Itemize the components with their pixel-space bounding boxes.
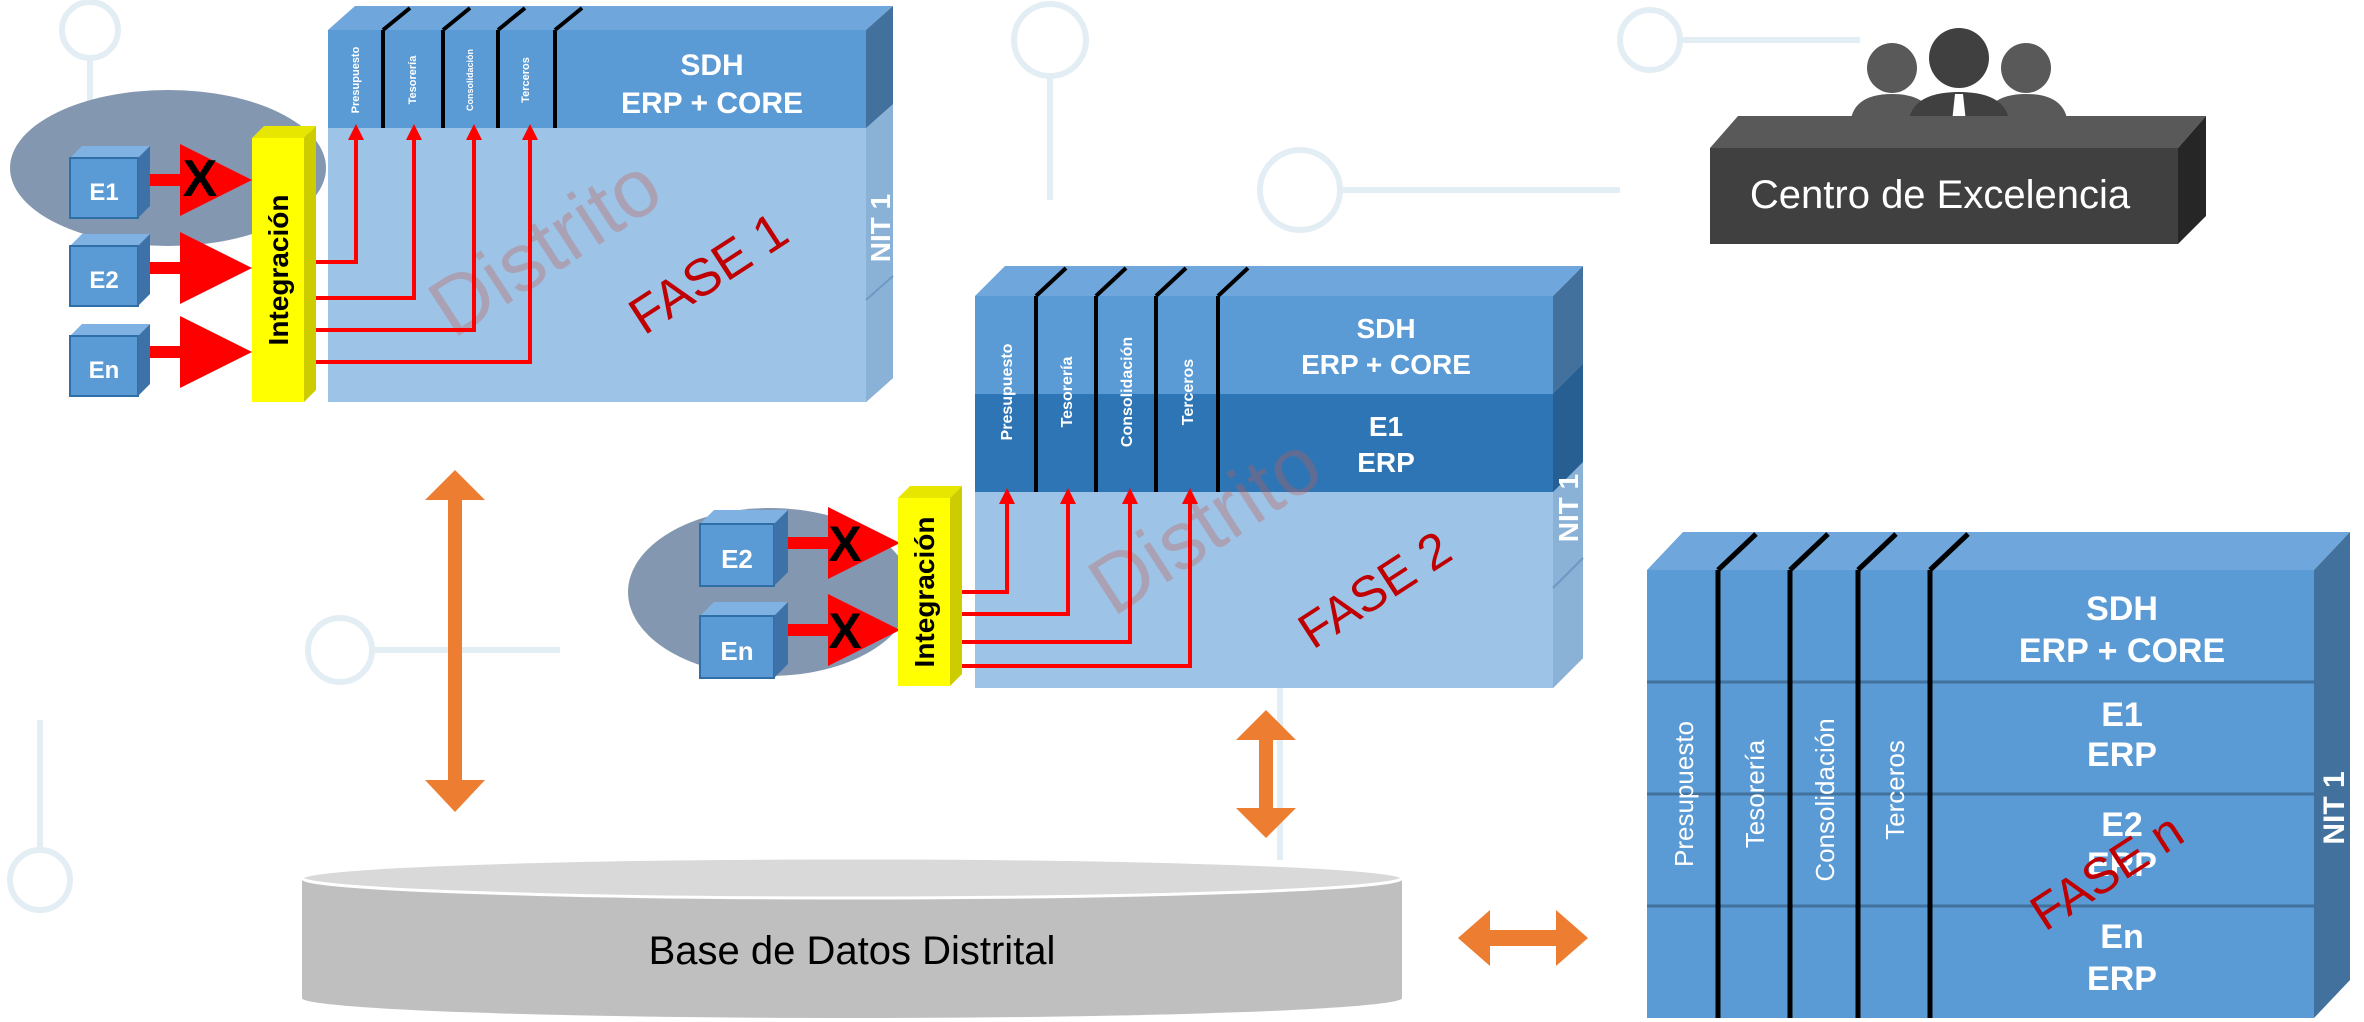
fasen-modules: Presupuesto Tesorería Consolidación Terc…	[1669, 718, 1910, 881]
fase2-module-label: Consolidación	[1119, 337, 1136, 447]
fase1-entity-e1: E1	[69, 146, 150, 219]
fasen-db-arrow	[1458, 910, 1588, 966]
fase1-block-side-lower	[866, 104, 893, 402]
fasen-row-title: E2	[2101, 806, 2143, 844]
fasen-module-label: Presupuesto	[1669, 721, 1699, 867]
svg-text:En: En	[720, 636, 753, 666]
fase1-integration-links	[316, 124, 538, 364]
fase2-entity-arrows	[788, 507, 900, 666]
fase2-module-dividers	[1034, 266, 1250, 492]
fase1-entity-en: En	[69, 324, 150, 397]
fase1-entity-e2: E2	[69, 234, 150, 307]
fase1-block-core	[328, 30, 866, 128]
fase2-block-e1	[975, 394, 1553, 492]
fasen-module-label: Tesorería	[1740, 739, 1770, 848]
fase1-module-label: Consolidación	[465, 49, 475, 111]
fase2-blocked-mark: X	[828, 603, 861, 659]
fase2-integration-links	[962, 488, 1198, 668]
fase2-core-subtitle: ERP + CORE	[1301, 349, 1471, 380]
fase2-nit-label: NIT 1	[1553, 474, 1584, 542]
svg-text:E2: E2	[721, 544, 753, 574]
fase2-db-arrow	[1236, 710, 1296, 838]
database-cylinder	[302, 878, 1402, 1018]
fase1-core-subtitle: ERP + CORE	[621, 87, 803, 120]
fase2-block-top	[975, 266, 1583, 296]
fase2-modules: Presupuesto Tesorería Consolidación Terc…	[999, 337, 1197, 447]
fasen-row-title: E1	[2101, 696, 2143, 734]
fase2-core-title: SDH	[1356, 313, 1415, 344]
svg-text:E1: E1	[89, 179, 118, 206]
fasen-row-title: En	[2100, 918, 2143, 956]
fasen-row-subtitle: ERP	[2087, 736, 2157, 774]
fase2-blocked-mark: X	[828, 516, 861, 572]
fasen-rows: SDH ERP + CORE E1 ERP E2 ERP En ERP	[2019, 590, 2225, 998]
fase1-modules: Presupuesto Tesorería Consolidación Terc…	[350, 46, 532, 113]
fasen-module-dividers	[1715, 532, 1970, 1018]
svg-text:En: En	[89, 357, 120, 384]
fasen-module-label: Terceros	[1880, 740, 1910, 840]
coe-box	[1710, 148, 2178, 244]
fase2-e1-title: E1	[1369, 411, 1403, 442]
fasen-group: Presupuesto Tesorería Consolidación Terc…	[1647, 532, 2351, 1018]
fasen-row-subtitle: ERP	[2087, 846, 2157, 884]
fase2-group: Presupuesto Tesorería Consolidación Terc…	[628, 266, 1584, 688]
fase1-group: Presupuesto Tesorería Consolidación Terc…	[10, 6, 896, 402]
fase2-block-lower	[975, 492, 1553, 688]
fase1-integration-label: Integración	[263, 195, 294, 346]
coe-group: Centro de Excelencia	[1710, 28, 2206, 244]
fase1-block-top	[328, 6, 893, 30]
svg-text:E2: E2	[89, 267, 118, 294]
fase1-nit-label: NIT 1	[865, 194, 896, 262]
fase1-module-label: Terceros	[520, 57, 532, 103]
fase1-db-arrow	[425, 470, 485, 812]
fasen-module-label: Consolidación	[1810, 718, 1840, 881]
fasen-row-subtitle: ERP + CORE	[2019, 632, 2225, 670]
fase2-module-label: Presupuesto	[999, 343, 1016, 440]
fase1-entity-arrows	[150, 144, 252, 388]
fasen-row-subtitle: ERP	[2087, 960, 2157, 998]
people-icon	[1850, 28, 2068, 130]
fase2-module-label: Terceros	[1180, 359, 1197, 426]
fase2-e1-subtitle: ERP	[1357, 447, 1415, 478]
orange-connectors	[425, 470, 1588, 966]
fase2-block-core	[975, 296, 1553, 394]
fase1-module-label: Presupuesto	[350, 46, 362, 113]
database-top	[300, 856, 1404, 900]
fase2-integration-bar	[898, 498, 950, 686]
fase1-module-label: Tesorería	[407, 55, 419, 105]
fasen-row-title: SDH	[2086, 590, 2158, 628]
database-label: Base de Datos Distrital	[649, 929, 1056, 973]
fase2-entity-e2: E2	[699, 510, 788, 587]
fase2-module-label: Tesorería	[1059, 356, 1076, 427]
fasen-nit-label: NIT 1	[2318, 771, 2351, 844]
fase1-integration-bar	[252, 138, 304, 402]
fase2-integration-label: Integración	[909, 517, 940, 668]
fase1-blocked-mark: X	[183, 150, 218, 208]
fasen-block-side	[2314, 532, 2350, 1018]
fase1-block-lower	[328, 128, 866, 402]
fase1-module-dividers	[381, 6, 584, 128]
coe-label: Centro de Excelencia	[1750, 173, 2131, 217]
database-group: Base de Datos Distrital	[300, 856, 1404, 1018]
fase2-entity-en: En	[699, 602, 788, 679]
fase1-core-title: SDH	[680, 49, 743, 82]
